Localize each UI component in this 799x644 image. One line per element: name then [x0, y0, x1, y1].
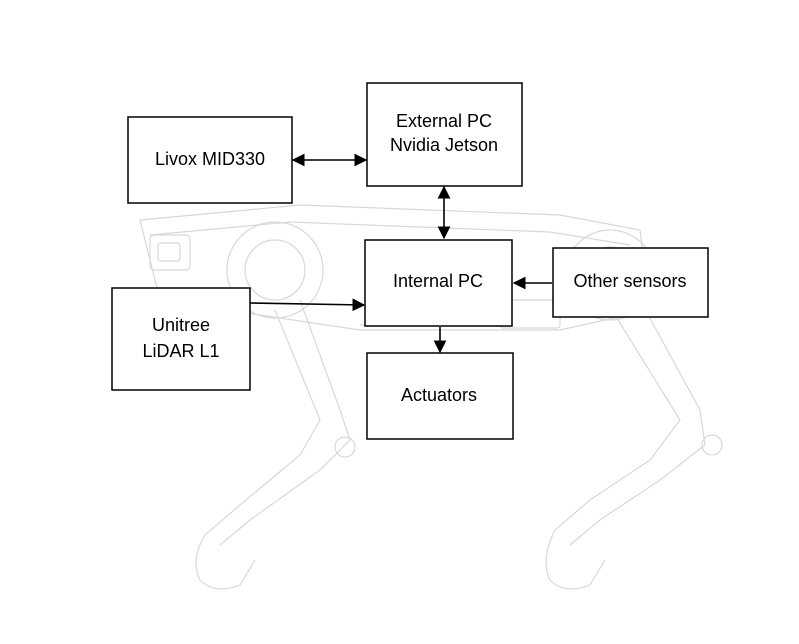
node-external-pc-label-line2: Nvidia Jetson [390, 135, 498, 155]
node-unitree-lidar-label-line1: Unitree [152, 315, 210, 335]
node-external-pc: External PC Nvidia Jetson [366, 82, 523, 187]
node-livox: Livox MID330 [127, 116, 293, 204]
node-actuators: Actuators [366, 352, 514, 440]
edges [248, 153, 552, 354]
node-external-pc-label-line1: External PC [396, 111, 492, 131]
node-other-sensors-label: Other sensors [573, 271, 686, 291]
node-internal-pc-label: Internal PC [393, 271, 483, 291]
node-actuators-label: Actuators [401, 385, 477, 405]
node-internal-pc: Internal PC [364, 239, 513, 327]
node-unitree-lidar-label-line2: LiDAR L1 [142, 341, 219, 361]
node-livox-label: Livox MID330 [155, 149, 265, 169]
edge-unitree-lidar-internal-pc [248, 298, 366, 312]
node-other-sensors: Other sensors [552, 247, 709, 318]
node-unitree-lidar: Unitree LiDAR L1 [111, 287, 251, 391]
